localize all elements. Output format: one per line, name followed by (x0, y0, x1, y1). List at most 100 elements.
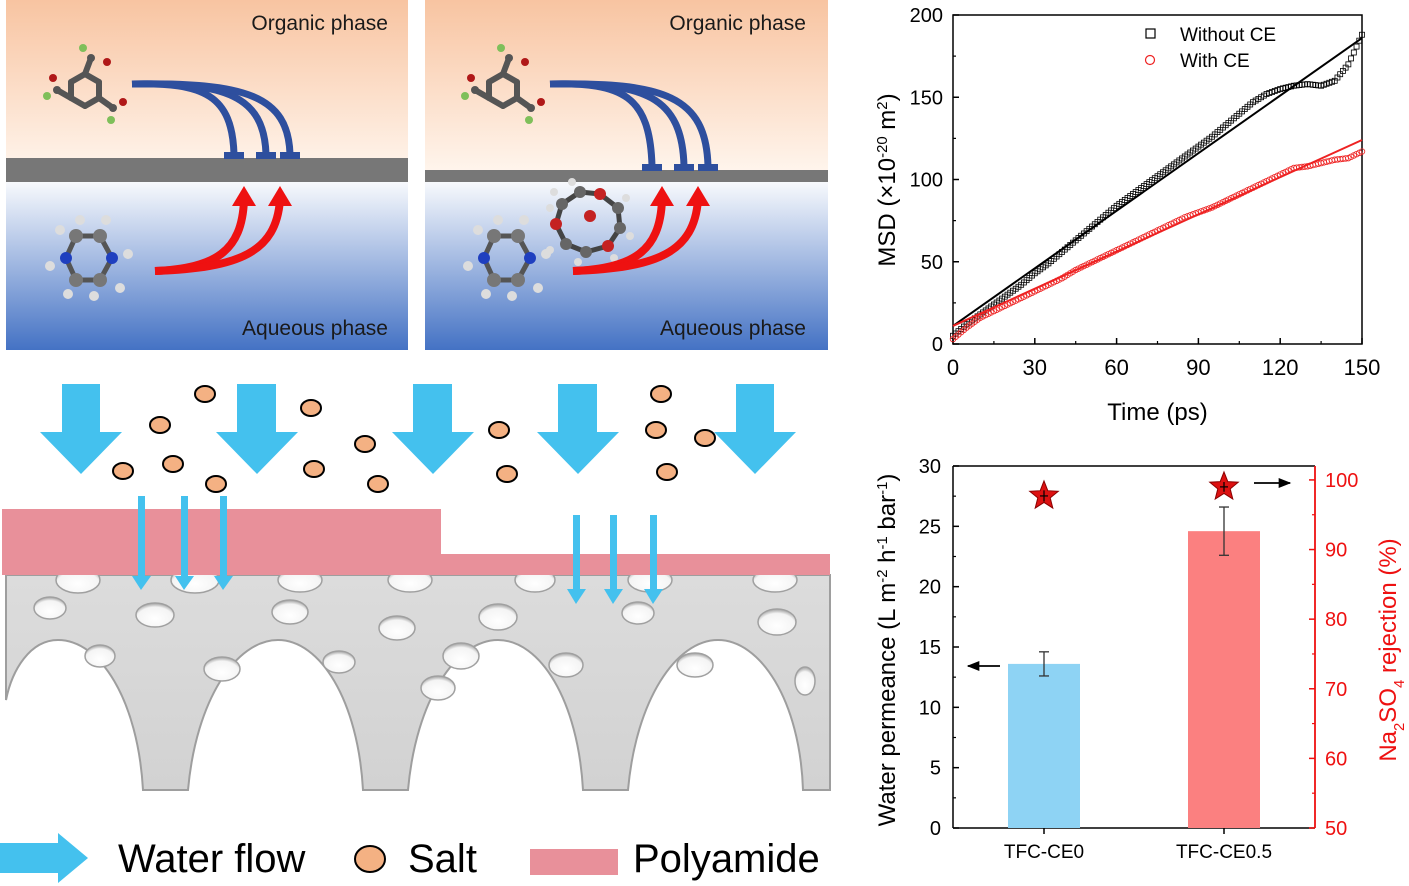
legend-salt-label: Salt (408, 837, 477, 881)
red-arrow-head (686, 186, 710, 206)
y-tick-label: 200 (910, 5, 943, 27)
x-axis-label: Time (ps) (1107, 399, 1207, 426)
label-segment: MSD (×10 (874, 158, 901, 267)
y-tick-label: 0 (932, 334, 943, 356)
right-tick-label: 50 (1325, 818, 1347, 840)
y-axis-label: MSD (×10-20 m2) (874, 93, 901, 266)
salt-legend-icon (354, 845, 386, 873)
with-ce-point (1358, 148, 1366, 155)
red-arrow-head (232, 186, 256, 206)
label-segment: ) (874, 474, 901, 482)
left-tick-label: 30 (919, 456, 941, 478)
label-segment: Water permeance (L m (874, 583, 901, 827)
without-ce-point (1359, 31, 1365, 38)
interface-panel-without-ce: Organic phase Aqueous phase (6, 0, 408, 350)
left-tick-label: 25 (919, 516, 941, 538)
left-axis-label: Water permeance (L m-2 h-1 bar-1) (874, 474, 901, 827)
x-tick-label: 0 (947, 355, 959, 380)
without-ce-point (1350, 49, 1357, 56)
label-segment: bar (874, 495, 901, 536)
bar-tfc-ce0.5 (1188, 531, 1260, 828)
tmc-molecule-icon (461, 44, 545, 124)
with-ce-legend-label: With CE (1180, 51, 1250, 72)
internal-pores (33, 596, 816, 701)
permeate-water-arrows (132, 496, 663, 604)
without-ce-series (950, 31, 1365, 339)
x-tick-label: 150 (1344, 355, 1381, 380)
crown-ether-molecule-icon (546, 178, 634, 266)
without-ce-legend-marker (1145, 28, 1156, 39)
diffusion-arrows-red (572, 199, 702, 275)
tmc-molecule-icon (43, 44, 127, 124)
left-tick-label: 0 (930, 818, 941, 840)
blue-arrow-tips (224, 152, 300, 159)
organic-phase-label: Organic phase (251, 12, 388, 35)
with-ce-legend-marker (1144, 54, 1156, 66)
label-segment: SO (1375, 688, 1402, 723)
interface-layer-thin (425, 170, 828, 182)
x-tick-label: 90 (1186, 355, 1210, 380)
blue-arrow-tips (642, 164, 718, 171)
diffusion-arrows-red (154, 199, 284, 275)
y-tick-label: 50 (921, 252, 943, 274)
porous-support-layer (5, 574, 831, 791)
y-tick-label: 150 (910, 87, 943, 109)
polyamide-legend-icon (530, 849, 618, 875)
legend-polyamide-label: Polyamide (633, 837, 820, 881)
label-segment: ) (874, 93, 901, 101)
diffusion-arrows-blue (131, 80, 294, 155)
left-tick-label: 5 (930, 758, 941, 780)
label-segment: 2 (1392, 723, 1408, 731)
x-tick-label: 60 (1104, 355, 1128, 380)
right-tick-label: 90 (1325, 540, 1347, 562)
with-ce-fit-line (952, 139, 1363, 327)
diffusion-arrows-blue (549, 80, 712, 167)
legend: Water flow Salt Polyamide (0, 833, 820, 883)
right-tick-label: 60 (1325, 748, 1347, 770)
label-segment: 2 (875, 101, 891, 109)
right-axis-label: Na2SO4 rejection (%) (1375, 538, 1408, 761)
x-tick-label: 120 (1262, 355, 1299, 380)
label-segment: Na (1375, 730, 1402, 761)
water-flow-legend-icon (0, 833, 88, 883)
label-segment: m (874, 110, 901, 137)
membrane-diagram (2, 384, 831, 791)
water-flow-arrows (40, 384, 796, 474)
without-ce-legend-label: Without CE (1180, 25, 1276, 46)
salt-particles (112, 385, 716, 493)
left-tick-label: 15 (919, 637, 941, 659)
x-tick-label: 30 (1023, 355, 1047, 380)
right-tick-label: 100 (1325, 470, 1358, 492)
label-segment: -2 (875, 569, 891, 582)
organic-phase-label: Organic phase (669, 12, 806, 35)
legend-water-flow-label: Water flow (118, 837, 306, 881)
right-tick-label: 80 (1325, 609, 1347, 631)
without-ce-point (1345, 61, 1352, 68)
y-tick-label: 100 (910, 170, 943, 192)
aqueous-phase-label: Aqueous phase (660, 317, 806, 340)
x-tick-label: TFC-CE0 (1004, 842, 1084, 863)
left-tick-label: 10 (919, 697, 941, 719)
label-segment: -20 (875, 136, 891, 158)
without-ce-fit-line (952, 37, 1363, 327)
without-ce-point (1353, 43, 1360, 50)
label-segment: -1 (875, 536, 891, 549)
red-arrow-head (268, 186, 292, 206)
label-segment: -1 (875, 482, 891, 495)
aqueous-phase-label: Aqueous phase (242, 317, 388, 340)
piperazine-molecule-icon (463, 215, 551, 301)
without-ce-point (1348, 55, 1354, 62)
bar-tfc-ce0 (1008, 663, 1080, 828)
left-tick-label: 20 (919, 577, 941, 599)
x-tick-label: TFC-CE0.5 (1176, 842, 1272, 863)
interface-panel-with-ce: Organic phase Aqueous phase (425, 0, 828, 350)
label-segment: rejection (%) (1375, 538, 1402, 679)
interface-layer (6, 158, 408, 182)
right-tick-label: 70 (1325, 679, 1347, 701)
label-segment: 4 (1392, 680, 1408, 688)
label-segment: h (874, 549, 901, 569)
polyamide-layer (2, 509, 830, 575)
